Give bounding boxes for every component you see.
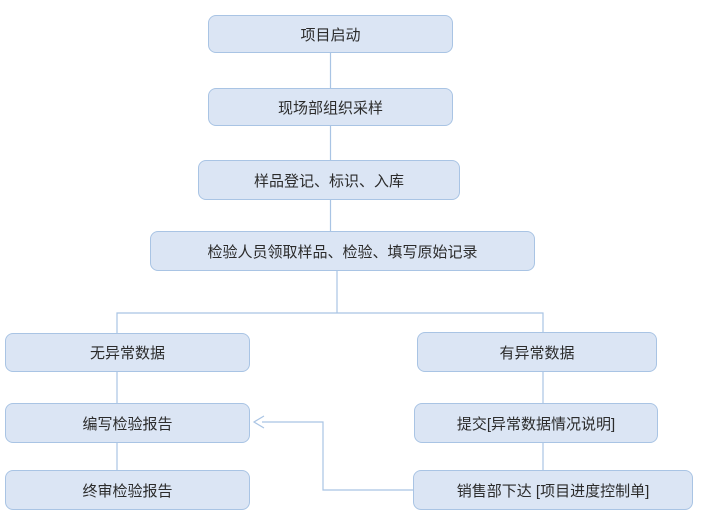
node-sales-progress-order-label: 销售部下达 [项目进度控制单] bbox=[456, 482, 650, 500]
node-abnormal-data[interactable]: 有异常数据 bbox=[417, 332, 657, 372]
node-sales-progress-order[interactable]: 销售部下达 [项目进度控制单] bbox=[413, 470, 693, 510]
node-project-start[interactable]: 项目启动 bbox=[208, 15, 453, 53]
node-project-start-label: 项目启动 bbox=[300, 26, 361, 44]
node-no-abnormal-data[interactable]: 无异常数据 bbox=[5, 333, 250, 372]
split-bar bbox=[116, 312, 544, 333]
node-field-sampling[interactable]: 现场部组织采样 bbox=[208, 88, 453, 126]
node-no-abnormal-data-label: 无异常数据 bbox=[89, 345, 165, 362]
node-inspection-record-label: 检验人员领取样品、检验、填写原始记录 bbox=[207, 243, 478, 261]
edge-sales-write-feedback bbox=[262, 421, 413, 491]
node-final-review-report[interactable]: 终审检验报告 bbox=[5, 470, 250, 510]
node-abnormal-data-label: 有异常数据 bbox=[499, 344, 575, 362]
node-final-review-report-label: 终审检验报告 bbox=[82, 482, 173, 500]
node-write-report-label: 编写检验报告 bbox=[82, 415, 173, 433]
node-sample-register[interactable]: 样品登记、标识、入库 bbox=[198, 160, 460, 200]
arrowhead-left-icon bbox=[252, 415, 265, 429]
node-inspection-record[interactable]: 检验人员领取样品、检验、填写原始记录 bbox=[150, 231, 535, 271]
node-submit-abnormal-note-label: 提交[异常数据情况说明] bbox=[456, 415, 616, 433]
node-field-sampling-label: 现场部组织采样 bbox=[277, 99, 383, 117]
node-submit-abnormal-note[interactable]: 提交[异常数据情况说明] bbox=[414, 403, 658, 443]
node-sample-register-label: 样品登记、标识、入库 bbox=[253, 172, 404, 190]
node-write-report[interactable]: 编写检验报告 bbox=[5, 403, 250, 443]
